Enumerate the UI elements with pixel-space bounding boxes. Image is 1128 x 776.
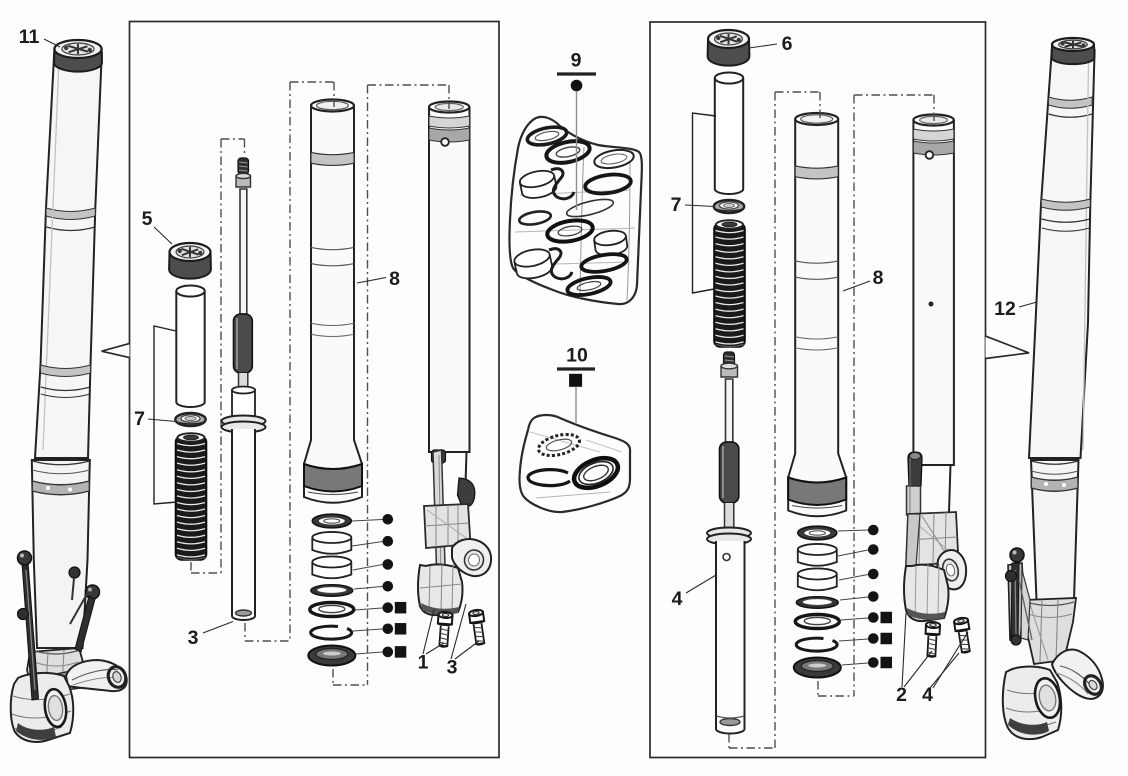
svg-text:6: 6: [782, 33, 793, 55]
svg-text:5: 5: [142, 208, 153, 230]
svg-text:3: 3: [447, 657, 458, 679]
svg-text:12: 12: [994, 298, 1016, 320]
svg-text:2: 2: [896, 684, 907, 706]
svg-text:8: 8: [389, 268, 400, 290]
svg-text:1: 1: [418, 652, 429, 674]
svg-text:9: 9: [571, 50, 582, 72]
svg-text:7: 7: [134, 408, 145, 430]
svg-text:7: 7: [671, 194, 682, 216]
svg-text:10: 10: [566, 345, 588, 367]
svg-text:4: 4: [672, 588, 683, 610]
svg-text:11: 11: [19, 26, 40, 48]
svg-text:8: 8: [873, 267, 884, 289]
svg-text:4: 4: [922, 684, 933, 706]
svg-text:3: 3: [188, 627, 199, 649]
